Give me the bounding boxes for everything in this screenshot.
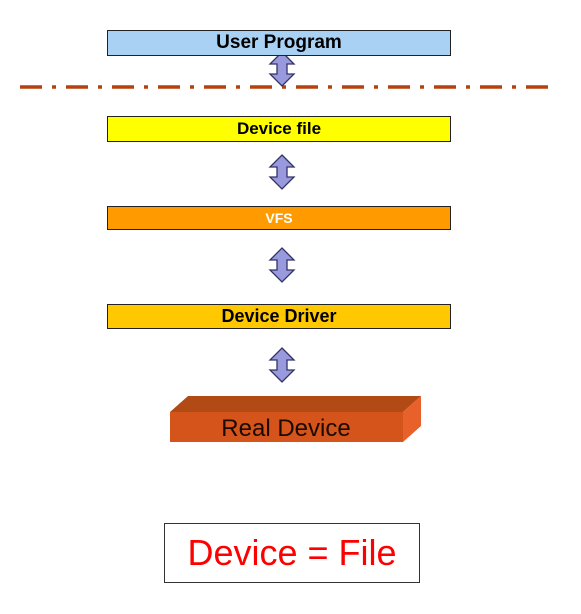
device-file-layer: Device file (107, 116, 451, 142)
equation-text: Device = File (187, 532, 397, 573)
double-arrow-icon (268, 347, 296, 383)
device-driver-label: Device Driver (221, 306, 337, 326)
device-driver-layer: Device Driver (107, 304, 451, 329)
real-device-label: Real Device (221, 415, 351, 442)
vfs-layer: VFS (107, 206, 451, 230)
user-program-layer: User Program (107, 30, 451, 56)
vfs-label: VFS (265, 210, 293, 226)
double-arrow-icon (268, 51, 296, 87)
double-arrow-icon (268, 247, 296, 283)
user-program-label: User Program (216, 32, 342, 53)
equation-box: Device = File (164, 523, 420, 583)
device-file-label: Device file (236, 119, 322, 138)
real-device-block (170, 396, 421, 442)
double-arrow-icon (268, 154, 296, 190)
